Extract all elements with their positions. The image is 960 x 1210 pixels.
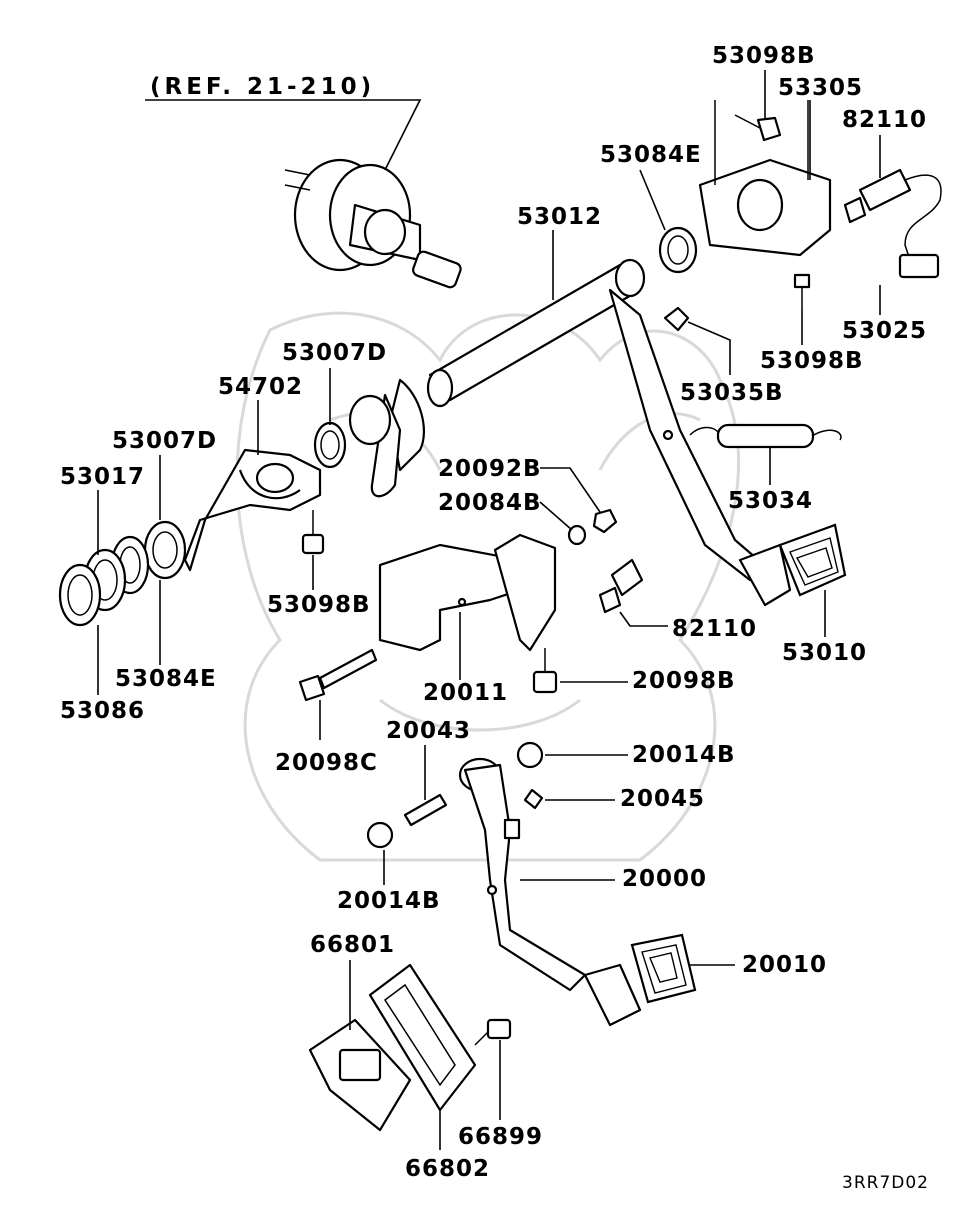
label-20043: 20043	[386, 718, 471, 744]
label-66801: 66801	[310, 932, 395, 958]
collar-20043	[403, 793, 448, 827]
bolt-20098B	[532, 648, 558, 694]
pedal-arm-upper	[608, 288, 792, 607]
washer-20084B	[567, 524, 587, 546]
pedal-bracket-20011	[378, 533, 557, 652]
label-82110-mid: 82110	[672, 616, 757, 642]
label-53007D-lower: 53007D	[112, 428, 217, 454]
nut-20092B	[592, 508, 618, 534]
pedal-shaft	[348, 258, 646, 498]
label-20014B-left: 20014B	[337, 888, 441, 914]
labels: (REF. 21-210) 53098B 53305 82110 53084E …	[60, 43, 929, 1193]
stopper-53035B	[663, 306, 690, 332]
label-53098B-top: 53098B	[712, 43, 816, 69]
label-20010: 20010	[742, 952, 827, 978]
label-53010: 53010	[782, 640, 867, 666]
label-53017: 53017	[60, 464, 145, 490]
label-66899: 66899	[458, 1124, 543, 1150]
label-20000: 20000	[622, 866, 707, 892]
label-53098B-mid: 53098B	[267, 592, 371, 618]
label-53084E-top: 53084E	[600, 142, 702, 168]
lever-54702	[183, 448, 322, 572]
label-53035B: 53035B	[680, 380, 784, 406]
label-20084B: 20084B	[438, 490, 542, 516]
pedal-pad-20010	[583, 933, 697, 1027]
label-53034: 53034	[728, 488, 813, 514]
reference-label: (REF. 21-210)	[150, 74, 375, 100]
bolt-20098C	[298, 648, 378, 702]
bushing-20014B-left	[366, 821, 394, 849]
accelerator-cover-66802	[368, 963, 477, 1112]
label-82110-top: 82110	[842, 107, 927, 133]
screw-66899	[474, 1018, 512, 1046]
brake-pedal-arm	[458, 757, 587, 992]
washer-53084E-top	[658, 226, 698, 274]
bushing-53007D-upper	[313, 421, 347, 469]
label-20014B-right: 20014B	[632, 742, 736, 768]
bolt-53098B-top	[734, 114, 782, 142]
label-53098B-right: 53098B	[760, 348, 864, 374]
label-53305: 53305	[778, 75, 863, 101]
label-53025: 53025	[842, 318, 927, 344]
label-20011: 20011	[423, 680, 508, 706]
leader-lines	[97, 70, 881, 1150]
label-20098B: 20098B	[632, 668, 736, 694]
label-53086: 53086	[60, 698, 145, 724]
accelerator-bracket-66801	[308, 1018, 412, 1132]
stop-lamp-switch-mid	[598, 558, 644, 614]
label-20098C: 20098C	[275, 750, 378, 776]
stop-lamp-switch-top	[843, 168, 942, 279]
washer-stack-left	[58, 520, 187, 627]
label-53084E-left: 53084E	[115, 666, 217, 692]
label-20092B: 20092B	[438, 456, 542, 482]
label-20045: 20045	[620, 786, 705, 812]
stopper-20045	[523, 788, 544, 810]
watermark	[235, 311, 740, 862]
brake-booster	[284, 158, 462, 289]
return-spring	[689, 423, 842, 449]
label-53012: 53012	[517, 204, 602, 230]
pedal-pad-53010	[778, 523, 847, 597]
label-53007D-upper: 53007D	[282, 340, 387, 366]
bolt-53098B-right	[793, 273, 811, 310]
bolt-53098B-mid	[301, 510, 325, 555]
bushing-20014B-right	[516, 741, 544, 769]
shaft-bracket	[698, 100, 832, 257]
label-54702: 54702	[218, 374, 303, 400]
label-66802: 66802	[405, 1156, 490, 1182]
drawing-code: 3RR7D02	[842, 1173, 929, 1193]
